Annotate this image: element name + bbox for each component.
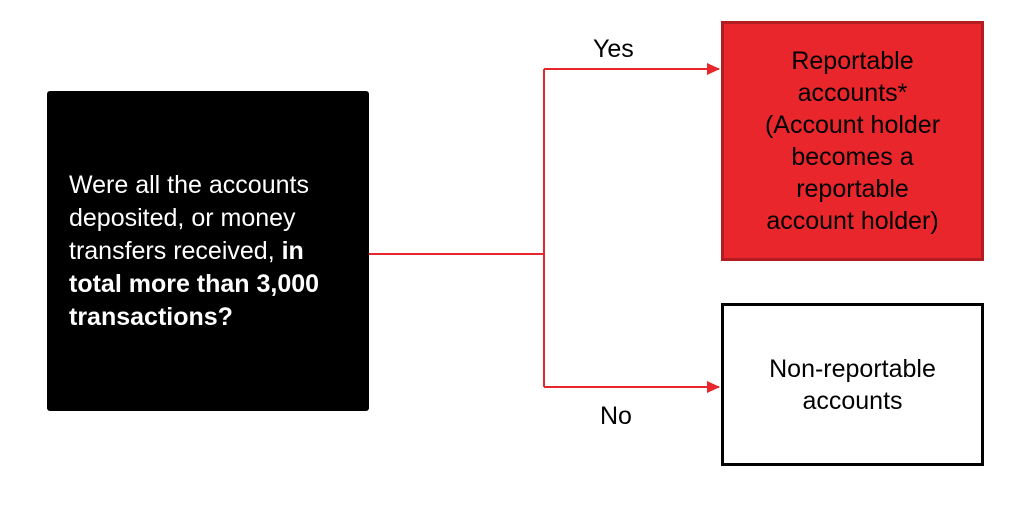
yes-label: Yes <box>593 35 634 63</box>
reportable-accounts-text: Reportable accounts* (Account holder bec… <box>765 45 940 237</box>
reportable-line-2: accounts* <box>797 79 908 107</box>
non-reportable-accounts-text: Non-reportable accounts <box>769 353 936 417</box>
question-text: Were all the accounts deposited, or mone… <box>69 169 351 334</box>
reportable-line-4: becomes a <box>791 143 914 171</box>
no-label: No <box>600 402 632 430</box>
question-text-normal: Were all the accounts deposited, or mone… <box>69 170 309 265</box>
reportable-line-3: (Account holder <box>764 111 941 139</box>
reportable-accounts-box: Reportable accounts* (Account holder bec… <box>721 21 984 261</box>
question-text-bold: in total more than 3,000 transactions? <box>69 236 320 331</box>
non-reportable-line-2: accounts <box>802 386 903 415</box>
reportable-line-5: reportable <box>796 175 909 203</box>
non-reportable-accounts-box: Non-reportable accounts <box>721 303 984 466</box>
question-box: Were all the accounts deposited, or mone… <box>47 91 369 411</box>
non-reportable-line-1: Non-reportable <box>769 354 936 383</box>
reportable-line-1: Reportable <box>791 47 914 75</box>
reportable-line-6: account holder) <box>766 207 939 235</box>
